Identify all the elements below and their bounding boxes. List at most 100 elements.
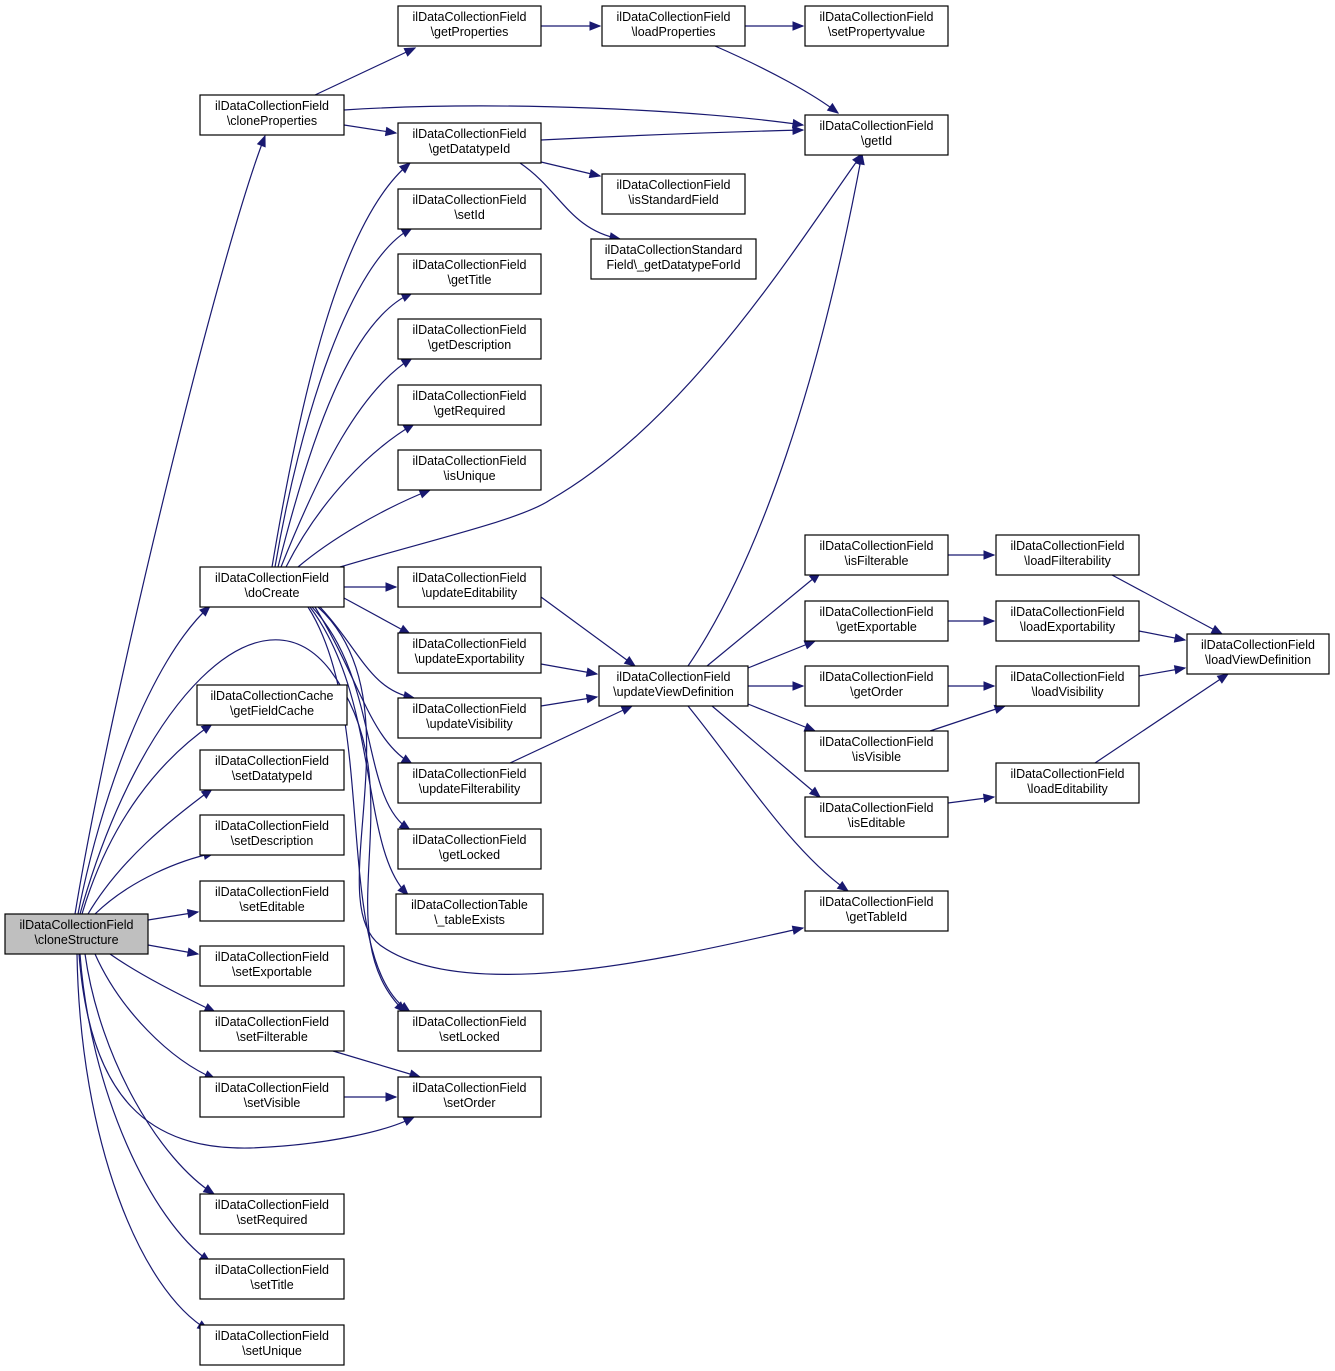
node-loadEditability[interactable]: ilDataCollectionField\loadEditability bbox=[995, 762, 1140, 804]
node-updateViewDefinition[interactable]: ilDataCollectionField\updateViewDefiniti… bbox=[598, 665, 749, 707]
edge-line bbox=[307, 606, 411, 1013]
node-method-label: \getOrder bbox=[850, 685, 903, 699]
edge-cloneProperties-to-getId bbox=[343, 105, 805, 129]
node-method-label: \setVisible bbox=[244, 1096, 301, 1110]
node-class-label: ilDataCollectionField bbox=[1011, 670, 1125, 684]
node-setOrder[interactable]: ilDataCollectionField\setOrder bbox=[397, 1076, 542, 1118]
edge-line bbox=[343, 597, 411, 635]
edge-line bbox=[77, 605, 211, 915]
edge-updateViewDefinition-to-getExportable bbox=[747, 640, 817, 669]
edge-line bbox=[74, 135, 266, 915]
node-tableExists[interactable]: ilDataCollectionTable\_tableExists bbox=[395, 893, 544, 935]
node-cloneProperties[interactable]: ilDataCollectionField\cloneProperties bbox=[199, 94, 345, 136]
node-setExportable[interactable]: ilDataCollectionField\setExportable bbox=[199, 945, 345, 987]
node-updateExportability[interactable]: ilDataCollectionField\updateExportabilit… bbox=[397, 632, 542, 674]
edge-updateViewDefinition-to-getOrder bbox=[748, 681, 805, 691]
edge-getDatatypeId-to-isStandardField bbox=[540, 161, 602, 179]
edge-line bbox=[687, 153, 863, 667]
node-isUnique[interactable]: ilDataCollectionField\isUnique bbox=[397, 449, 542, 491]
node-setEditable[interactable]: ilDataCollectionField\setEditable bbox=[199, 880, 345, 922]
edge-line bbox=[271, 162, 411, 568]
node-loadProperties[interactable]: ilDataCollectionField\loadProperties bbox=[601, 5, 746, 47]
node-setTitle[interactable]: ilDataCollectionField\setTitle bbox=[199, 1258, 345, 1300]
node-getDatatypeForId[interactable]: ilDataCollectionStandardField\_getDataty… bbox=[590, 238, 757, 280]
node-method-label: \loadViewDefinition bbox=[1205, 653, 1311, 667]
node-getDescription[interactable]: ilDataCollectionField\getDescription bbox=[397, 318, 542, 360]
node-getTableId[interactable]: ilDataCollectionField\getTableId bbox=[804, 890, 949, 932]
node-setId[interactable]: ilDataCollectionField\setId bbox=[397, 188, 542, 230]
edge-line bbox=[540, 596, 636, 667]
node-isEditable[interactable]: ilDataCollectionField\isEditable bbox=[804, 796, 949, 838]
node-getLocked[interactable]: ilDataCollectionField\getLocked bbox=[397, 828, 542, 870]
node-getFieldCache[interactable]: ilDataCollectionCache\getFieldCache bbox=[196, 684, 348, 726]
node-isVisible[interactable]: ilDataCollectionField\isVisible bbox=[804, 730, 949, 772]
edge-doCreate-to-getRequired bbox=[285, 423, 416, 568]
node-getRequired[interactable]: ilDataCollectionField\getRequired bbox=[397, 384, 542, 426]
node-cloneStructure[interactable]: ilDataCollectionField\cloneStructure bbox=[4, 913, 149, 955]
node-setUnique[interactable]: ilDataCollectionField\setUnique bbox=[199, 1324, 345, 1366]
node-box bbox=[199, 566, 345, 608]
node-getProperties[interactable]: ilDataCollectionField\getProperties bbox=[397, 5, 542, 47]
edge-loadProperties-to-setPropertyvalue bbox=[745, 21, 805, 31]
arrowhead-icon bbox=[397, 884, 409, 896]
node-method-label: \getRequired bbox=[434, 404, 506, 418]
node-method-label: \getDatatypeId bbox=[429, 142, 510, 156]
node-loadViewDefinition[interactable]: ilDataCollectionField\loadViewDefinition bbox=[1186, 633, 1330, 675]
node-class-label: ilDataCollectionField bbox=[1011, 539, 1125, 553]
node-setRequired[interactable]: ilDataCollectionField\setRequired bbox=[199, 1193, 345, 1235]
node-updateVisibility[interactable]: ilDataCollectionField\updateVisibility bbox=[397, 697, 542, 739]
arrowhead-icon bbox=[585, 667, 599, 677]
node-loadVisibility[interactable]: ilDataCollectionField\loadVisibility bbox=[995, 665, 1140, 707]
arrowhead-icon bbox=[792, 21, 805, 31]
node-getTitle[interactable]: ilDataCollectionField\getTitle bbox=[397, 253, 542, 295]
node-box bbox=[1186, 633, 1330, 675]
node-doCreate[interactable]: ilDataCollectionField\doCreate bbox=[199, 566, 345, 608]
node-box bbox=[397, 188, 542, 230]
node-method-label: \loadVisibility bbox=[1031, 685, 1104, 699]
node-setLocked[interactable]: ilDataCollectionField\setLocked bbox=[397, 1010, 542, 1052]
edge-loadExportability-to-loadViewDefinition bbox=[1138, 630, 1187, 643]
node-box bbox=[995, 665, 1140, 707]
node-box bbox=[804, 890, 949, 932]
edge-line bbox=[706, 572, 821, 667]
arrowhead-icon bbox=[855, 152, 865, 166]
node-loadExportability[interactable]: ilDataCollectionField\loadExportability bbox=[995, 600, 1140, 642]
node-box bbox=[199, 749, 345, 791]
node-method-label: \loadExportability bbox=[1020, 620, 1116, 634]
edge-isFilterable-to-loadFilterability bbox=[948, 550, 996, 560]
node-box bbox=[397, 253, 542, 295]
node-updateFilterability[interactable]: ilDataCollectionField\updateFilterabilit… bbox=[397, 762, 542, 804]
arrowhead-icon bbox=[385, 582, 398, 592]
arrowhead-icon bbox=[585, 693, 599, 704]
node-method-label: \isUnique bbox=[443, 469, 495, 483]
edge-updateViewDefinition-to-getId bbox=[687, 152, 865, 667]
node-setDescription[interactable]: ilDataCollectionField\setDescription bbox=[199, 814, 345, 856]
node-setVisible[interactable]: ilDataCollectionField\setVisible bbox=[199, 1076, 345, 1118]
node-class-label: ilDataCollectionField bbox=[617, 178, 731, 192]
node-method-label: \loadEditability bbox=[1027, 782, 1108, 796]
node-class-label: ilDataCollectionField bbox=[820, 895, 934, 909]
node-getId[interactable]: ilDataCollectionField\getId bbox=[804, 114, 949, 156]
edge-line bbox=[94, 852, 215, 915]
edge-isEditable-to-loadEditability bbox=[947, 793, 996, 804]
node-method-label: \setFilterable bbox=[236, 1030, 308, 1044]
edge-line bbox=[319, 606, 415, 699]
arrowhead-icon bbox=[620, 705, 634, 715]
edge-line bbox=[87, 788, 213, 915]
node-getDatatypeId[interactable]: ilDataCollectionField\getDatatypeId bbox=[397, 122, 542, 164]
node-updateEditability[interactable]: ilDataCollectionField\updateEditability bbox=[397, 566, 542, 608]
node-isStandardField[interactable]: ilDataCollectionField\isStandardField bbox=[601, 173, 746, 215]
node-method-label: \_tableExists bbox=[434, 913, 505, 927]
node-setPropertyvalue[interactable]: ilDataCollectionField\setPropertyvalue bbox=[804, 5, 949, 47]
node-isFilterable[interactable]: ilDataCollectionField\isFilterable bbox=[804, 534, 949, 576]
node-loadFilterability[interactable]: ilDataCollectionField\loadFilterability bbox=[995, 534, 1140, 576]
node-setDatatypeId[interactable]: ilDataCollectionField\setDatatypeId bbox=[199, 749, 345, 791]
node-class-label: ilDataCollectionField bbox=[820, 605, 934, 619]
node-method-label: \updateEditability bbox=[422, 586, 518, 600]
arrowhead-icon bbox=[982, 793, 996, 804]
edge-line bbox=[332, 1050, 421, 1078]
node-getExportable[interactable]: ilDataCollectionField\getExportable bbox=[804, 600, 949, 642]
edge-cloneStructure-to-setRequired bbox=[84, 953, 216, 1195]
node-getOrder[interactable]: ilDataCollectionField\getOrder bbox=[804, 665, 949, 707]
node-setFilterable[interactable]: ilDataCollectionField\setFilterable bbox=[199, 1010, 345, 1052]
